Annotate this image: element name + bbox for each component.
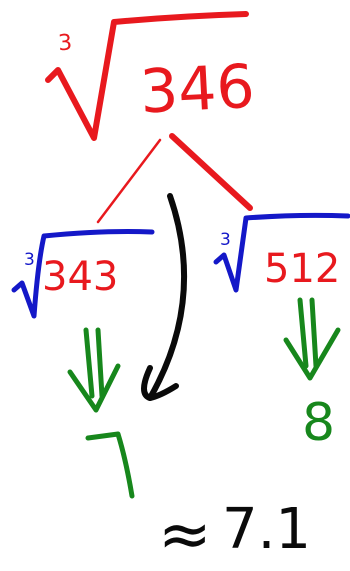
lower-left-radical-sign <box>11 229 155 319</box>
branch-line-right <box>169 133 253 211</box>
lower-right-result: 8 <box>302 393 335 453</box>
lower-left-radicand: 343 <box>42 254 118 300</box>
estimate-value: 7.1 <box>222 497 311 562</box>
branch-line-left <box>96 138 162 224</box>
root-radical: 3 346 <box>45 11 256 141</box>
lower-left-result-stroke <box>85 431 135 499</box>
implies-arrow-left <box>67 327 121 413</box>
lower-right-radical-sign <box>213 212 350 293</box>
lower-left-index: 3 <box>24 250 35 270</box>
implies-arrow-left-head <box>67 363 121 413</box>
root-radical-sign <box>45 11 249 141</box>
implies-arrow-left-shaft <box>83 327 105 399</box>
lower-left-radical: 3 343 <box>11 229 155 319</box>
lower-right-radical: 3 512 <box>213 212 350 293</box>
curved-arrow <box>141 193 188 401</box>
curved-arrow-head <box>141 365 179 401</box>
implies-arrow-right-shaft <box>297 297 319 369</box>
lower-left-result: 7 <box>0 0 135 499</box>
approx-symbol: ≈ <box>158 498 212 571</box>
root-index: 3 <box>57 30 73 56</box>
implies-arrow-right <box>283 297 341 381</box>
curved-arrow-shaft <box>147 193 188 401</box>
root-radicand: 346 <box>138 52 256 128</box>
estimate: ≈ 7.1 <box>158 497 311 571</box>
implies-arrow-right-head <box>283 327 341 381</box>
lower-left-result-value: 7 <box>0 0 1 1</box>
lower-right-radicand: 512 <box>264 246 340 292</box>
lower-right-index: 3 <box>220 230 231 250</box>
